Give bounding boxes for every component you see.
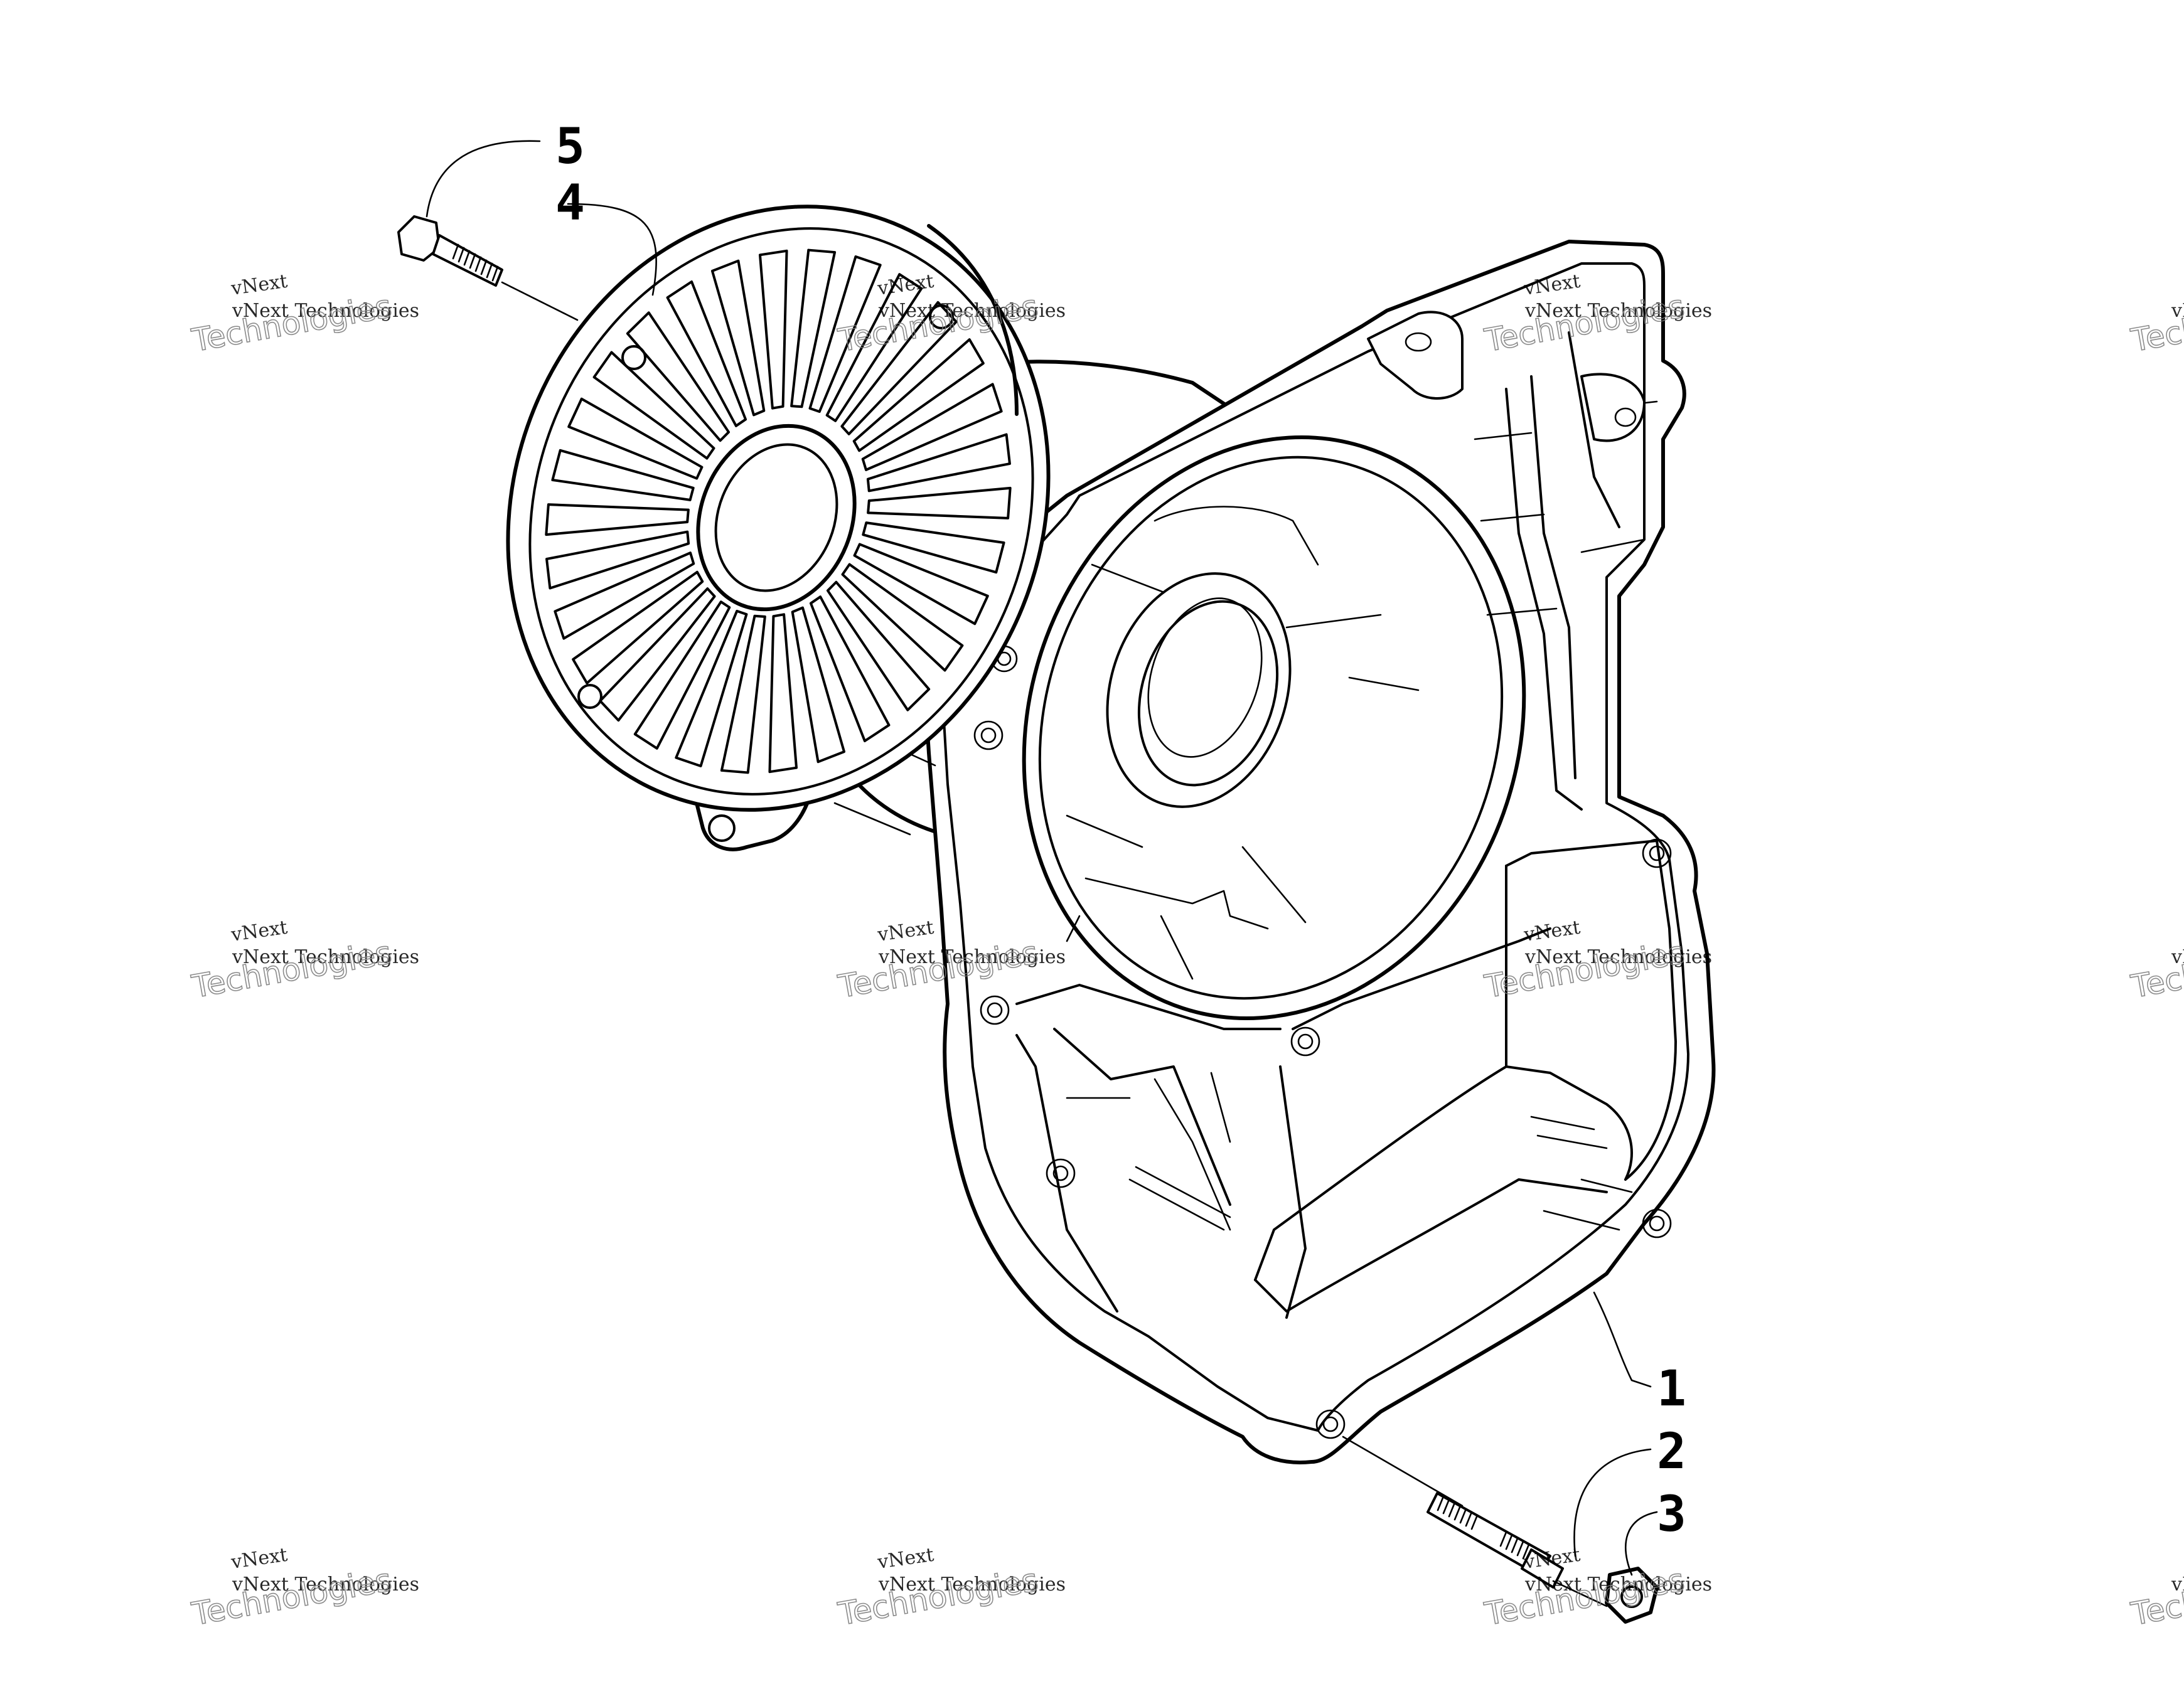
watermark-text: Technologies	[1482, 1562, 1687, 1633]
thread-line	[1448, 1501, 1456, 1518]
vent-slot	[551, 449, 695, 501]
watermark-text: vNext	[229, 270, 289, 300]
thread-line	[1516, 1540, 1524, 1557]
vent-slot	[840, 301, 958, 435]
watermark-text: Technologies	[189, 288, 394, 359]
bolt-thread	[452, 243, 499, 282]
watermark: vNext vNext Technologies Technologies	[188, 270, 419, 360]
vent-slot	[862, 521, 1005, 574]
thread-line	[1499, 1531, 1507, 1547]
leader-lines	[426, 140, 1658, 1576]
vent-slot	[545, 530, 690, 590]
vent-slot	[567, 397, 704, 480]
watermark: vNext Technologies Technologies	[2128, 287, 2184, 360]
thread-line	[1505, 1534, 1513, 1550]
watermark: vNext vNext Technologies Technologies	[188, 917, 419, 1006]
thread-line	[1459, 1508, 1467, 1524]
thread-line	[474, 256, 482, 272]
watermark-text: vNext	[875, 1544, 935, 1574]
housing-bolt-holes	[973, 645, 1672, 1439]
vent-slot	[572, 570, 704, 685]
vent-slot	[808, 255, 882, 413]
thread-line	[1470, 1514, 1479, 1530]
thread-line	[491, 265, 499, 282]
callout-labels: 5 4 1 2 3	[555, 119, 1686, 1543]
watermark-text: Technologies	[835, 1562, 1041, 1633]
watermark-text: vNext	[875, 917, 935, 946]
vent-slot	[841, 563, 964, 672]
watermark-text: vNext Technologies	[2171, 300, 2184, 322]
thread-line	[458, 247, 465, 263]
vent-slot	[720, 614, 766, 774]
watermark-text: vNext Technologies	[1524, 1574, 1712, 1595]
nut-part-3	[1552, 1567, 1659, 1624]
thread-line	[1465, 1511, 1473, 1527]
vent-slot	[675, 609, 748, 767]
vent-slot	[852, 338, 985, 452]
fan-cover-part-4	[506, 205, 1051, 851]
watermark-text: vNext	[229, 917, 289, 946]
thread-line	[1437, 1495, 1445, 1511]
thread-line	[1453, 1505, 1462, 1521]
vent-slot	[866, 433, 1011, 493]
vent-slot	[545, 503, 690, 536]
fan-cover-vents	[545, 248, 1012, 774]
callout-4: 4	[555, 175, 585, 232]
watermark-text: Technologies	[189, 934, 394, 1005]
vent-slot	[825, 273, 923, 422]
thread-line	[1511, 1537, 1519, 1553]
stud-thread	[1437, 1495, 1530, 1560]
vent-slot	[768, 613, 798, 774]
watermark: vNext Technologies Technologies	[2128, 934, 2184, 1006]
watermark: vNext vNext Technologies Technologies	[188, 1544, 419, 1633]
vent-slot	[853, 543, 989, 626]
watermark-text: vNext Technologies	[878, 946, 1066, 968]
watermark-text: vNext Technologies	[878, 300, 1066, 322]
watermark-text: vNext Technologies	[1524, 946, 1712, 968]
vent-slot	[626, 311, 731, 442]
watermark-text: vNext Technologies	[232, 1574, 419, 1595]
callout-2: 2	[1657, 1424, 1686, 1480]
vent-slot	[633, 600, 731, 750]
vent-slot	[592, 351, 715, 460]
thread-line	[452, 243, 459, 260]
vent-slot	[809, 595, 891, 742]
watermark-text: vNext Technologies	[232, 300, 419, 322]
vent-slot	[554, 551, 695, 640]
watermark-text: vNext Technologies	[878, 1574, 1066, 1595]
thread-line	[480, 259, 488, 275]
callout-3: 3	[1657, 1486, 1686, 1543]
bolt-part-5	[397, 215, 579, 321]
watermark-text: Technologies	[2128, 934, 2184, 1005]
vent-slot	[666, 280, 747, 427]
watermark: vNext vNext Technologies Technologies	[835, 917, 1066, 1006]
watermark-text: vNext	[229, 1544, 289, 1574]
vent-slot	[710, 259, 766, 417]
vent-slot	[826, 580, 931, 711]
thread-line	[463, 250, 471, 266]
thread-line	[469, 253, 476, 269]
vent-slot	[861, 383, 1003, 471]
watermark-text: Technologies	[2128, 288, 2184, 359]
watermark-text: Technologies	[189, 1562, 394, 1633]
thread-line	[486, 262, 493, 279]
watermark-text: vNext Technologies	[2171, 946, 2184, 968]
watermark: vNext Technologies Technologies	[2128, 1561, 2184, 1633]
vent-slot	[790, 248, 837, 408]
watermark-text: vNext Technologies	[232, 946, 419, 968]
thread-line	[1522, 1543, 1530, 1560]
vent-slot	[791, 606, 846, 764]
watermark-text: vNext Technologies	[1524, 300, 1712, 322]
thread-line	[1442, 1498, 1450, 1515]
stud-part-2	[1342, 1436, 1564, 1589]
watermark: vNext vNext Technologies Technologies	[835, 1544, 1066, 1633]
watermark-text: vNext Technologies	[2171, 1574, 2184, 1595]
vent-slot	[758, 249, 788, 410]
callout-5: 5	[555, 119, 585, 175]
vent-slot	[867, 486, 1012, 519]
callout-1: 1	[1657, 1361, 1686, 1417]
watermark-text: Technologies	[2128, 1562, 2184, 1633]
